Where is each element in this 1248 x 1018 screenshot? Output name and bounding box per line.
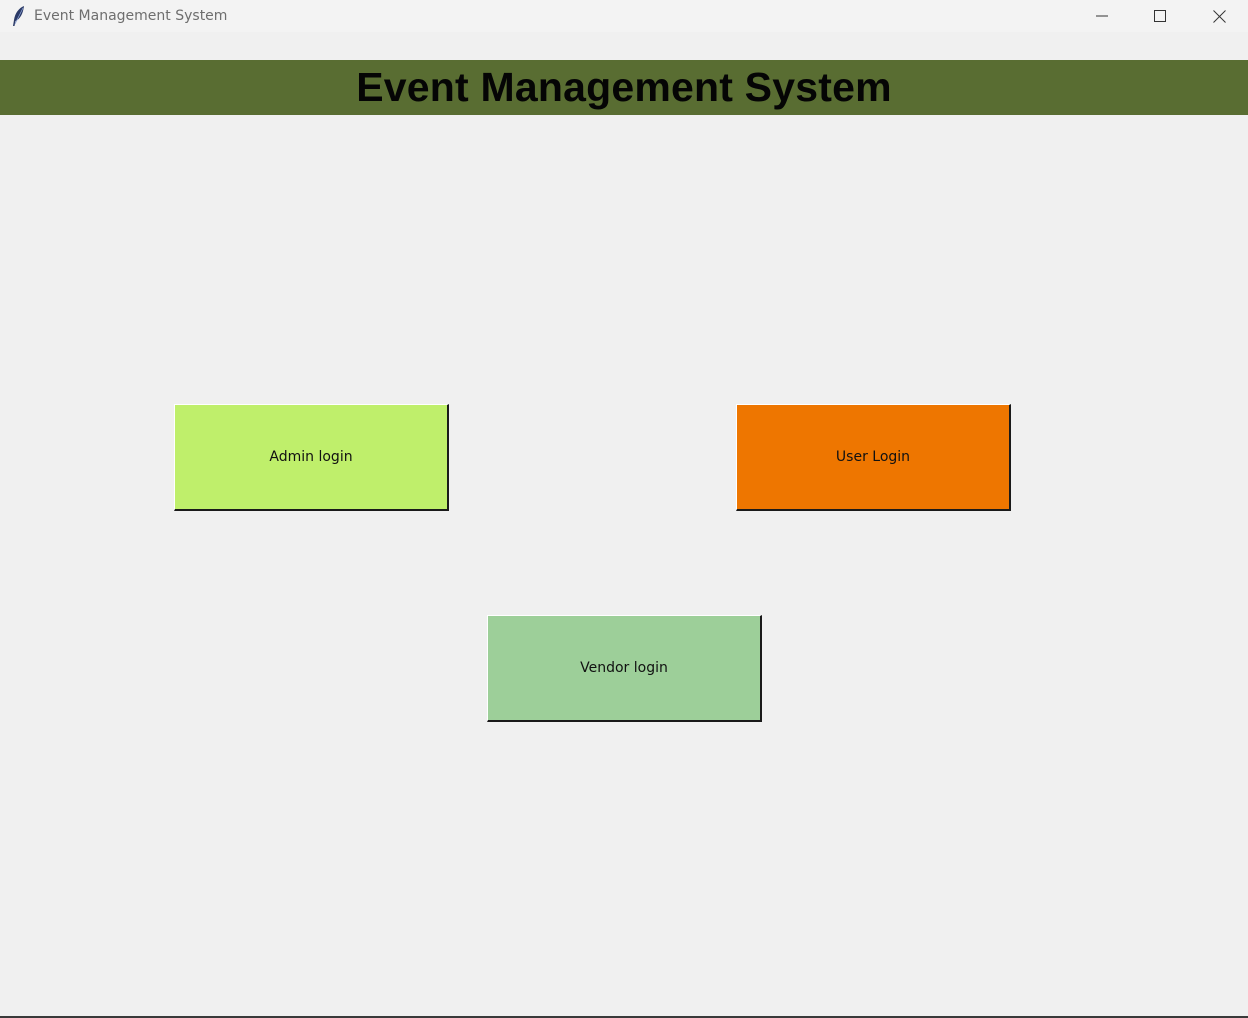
minimize-icon: [1096, 15, 1108, 17]
feather-icon: [11, 5, 27, 27]
maximize-icon: [1154, 10, 1166, 22]
title-bar[interactable]: Event Management System: [0, 0, 1248, 32]
close-icon: [1212, 9, 1226, 23]
page-title: Event Management System: [356, 64, 892, 110]
user-login-button[interactable]: User Login: [736, 404, 1011, 511]
header-banner: Event Management System: [0, 60, 1248, 115]
window-title: Event Management System: [34, 8, 228, 24]
vendor-login-button[interactable]: Vendor login: [487, 615, 762, 722]
admin-login-label: Admin login: [269, 449, 353, 465]
vendor-login-label: Vendor login: [580, 660, 668, 676]
maximize-button[interactable]: [1131, 0, 1189, 32]
minimize-button[interactable]: [1073, 0, 1131, 32]
user-login-label: User Login: [835, 449, 911, 465]
admin-login-button[interactable]: Admin login: [174, 404, 449, 511]
close-button[interactable]: [1190, 0, 1248, 32]
